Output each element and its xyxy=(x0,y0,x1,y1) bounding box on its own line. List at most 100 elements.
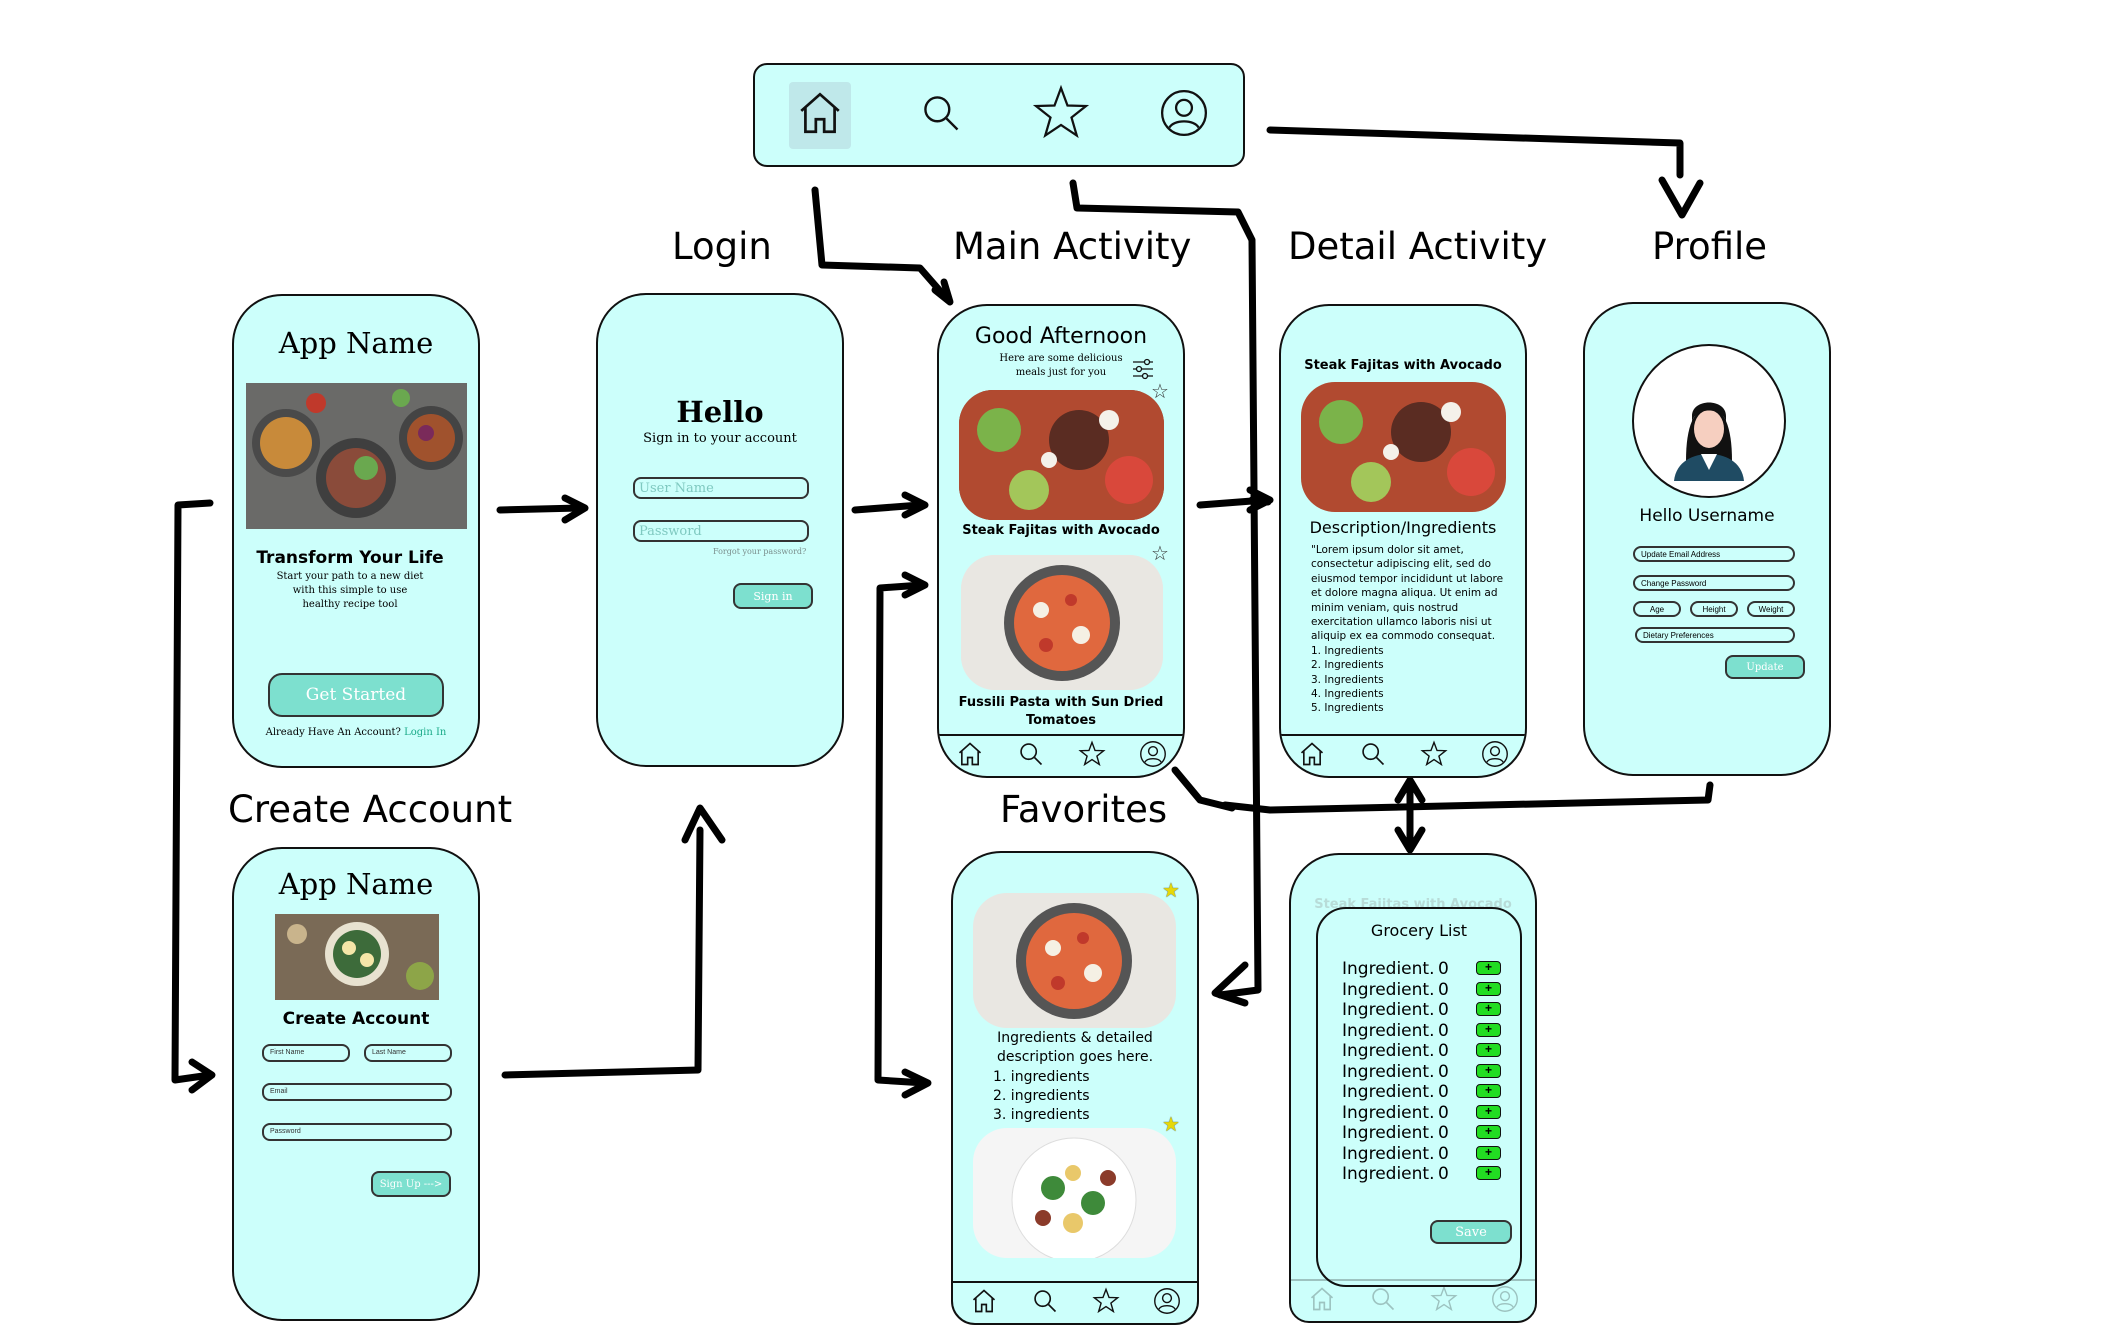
login-prompt: Already Have An Account? Login In xyxy=(234,727,478,738)
create-account-title: Create Account xyxy=(282,1009,430,1029)
grocery-item-label: Ingredient. xyxy=(1342,1082,1435,1102)
grocery-item-quantity: 0 xyxy=(1438,1164,1449,1184)
add-quantity-button[interactable]: + xyxy=(1476,1043,1501,1057)
grocery-item-label: Ingredient. xyxy=(1342,1061,1435,1082)
add-quantity-button[interactable]: + xyxy=(1476,1022,1501,1037)
grocery-item-label: Ingredient. xyxy=(1342,1143,1435,1164)
tagline: Start your path to a new diet with this … xyxy=(234,570,466,612)
bottom-nav-bar xyxy=(1291,1279,1535,1321)
add-quantity-button[interactable]: + xyxy=(1476,1125,1501,1139)
password-field[interactable]: Password xyxy=(262,1123,452,1141)
home-icon[interactable] xyxy=(956,740,984,773)
search-icon[interactable] xyxy=(919,91,963,140)
email-field[interactable]: Email xyxy=(262,1083,452,1101)
app-name: App Name xyxy=(278,867,434,901)
grocery-item-quantity: 0 xyxy=(1438,1020,1449,1041)
add-quantity-button[interactable]: + xyxy=(1476,1084,1501,1098)
favorite-ingredients-list: 1. ingredients 2. ingredients 3. ingredi… xyxy=(993,1068,1090,1125)
avatar[interactable] xyxy=(1632,344,1786,498)
grocery-item-label: Ingredient. xyxy=(1342,1123,1435,1143)
search-icon[interactable] xyxy=(1017,740,1045,773)
add-quantity-button[interactable]: + xyxy=(1476,1002,1501,1016)
food-image xyxy=(246,383,467,529)
welcome-screen: App Name Transform Your Life Start your … xyxy=(232,294,480,768)
profile-icon[interactable] xyxy=(1139,740,1167,773)
age-field[interactable]: Age xyxy=(1633,601,1681,617)
favorite-star-icon[interactable]: ☆ xyxy=(1151,381,1169,403)
star-icon[interactable] xyxy=(1077,739,1106,773)
login-screen: Hello Sign in to your account User Name … xyxy=(596,293,844,767)
tagline-line-2: with this simple to use xyxy=(292,585,408,596)
get-started-button[interactable]: Get Started xyxy=(268,673,444,717)
greeting: Good Afternoon xyxy=(974,324,1148,349)
label-profile: Profile xyxy=(1652,225,1768,268)
lorem-line: eiusmod tempor incididunt ut labore xyxy=(1311,572,1504,585)
grocery-item-quantity: 0 xyxy=(1438,979,1449,1000)
add-quantity-button[interactable]: + xyxy=(1476,981,1501,996)
steak-fajitas-image xyxy=(959,390,1164,520)
tagline-line-3: healthy recipe tool xyxy=(302,599,398,610)
sign-in-button[interactable]: Sign in xyxy=(733,583,813,609)
grocery-item-quantity: 0 xyxy=(1438,1061,1449,1082)
star-icon[interactable] xyxy=(1419,739,1448,773)
ingredient-item: 3. Ingredients xyxy=(1311,673,1384,686)
add-quantity-button[interactable]: + xyxy=(1476,1166,1501,1180)
add-quantity-button[interactable]: + xyxy=(1476,1145,1501,1160)
create-account-screen: App Name Create Account First Name Last … xyxy=(232,847,480,1321)
recipe-1-title[interactable]: Steak Fajitas with Avocado xyxy=(962,523,1160,538)
list-item: 1. ingredients xyxy=(993,1069,1090,1085)
grocery-list-title: Grocery List xyxy=(1370,921,1468,940)
home-icon[interactable] xyxy=(1298,740,1326,773)
search-icon[interactable] xyxy=(1359,740,1387,773)
greeting-sub-line-1: Here are some delicious xyxy=(999,353,1123,364)
weight-field[interactable]: Weight xyxy=(1747,601,1795,617)
favorite-star-icon-2[interactable]: ☆ xyxy=(1151,543,1169,565)
grocery-item-label: Ingredient. xyxy=(1342,1164,1435,1184)
update-button[interactable]: Update xyxy=(1725,655,1805,679)
star-icon[interactable] xyxy=(1031,83,1091,148)
grocery-item-quantity: 0 xyxy=(1438,1123,1449,1143)
fusilli-pasta-image xyxy=(973,893,1176,1028)
add-quantity-button[interactable]: + xyxy=(1476,1104,1501,1119)
email-field[interactable]: Update Email Address xyxy=(1633,546,1795,562)
last-name-field[interactable]: Last Name xyxy=(364,1044,452,1062)
change-password-field[interactable]: Change Password xyxy=(1633,575,1795,591)
profile-icon[interactable] xyxy=(1159,88,1209,143)
sign-up-button[interactable]: Sign Up ---> xyxy=(371,1171,451,1197)
password-field[interactable]: Password xyxy=(633,520,809,542)
recipe-2-title[interactable]: Fussili Pasta with Sun Dried Tomatoes xyxy=(939,694,1183,730)
profile-icon[interactable] xyxy=(1153,1287,1181,1320)
lorem-line: exercitation ullamco laboris nisi ut xyxy=(1311,616,1492,629)
favorite-star-icon-2[interactable]: ★ xyxy=(1162,1114,1180,1136)
headline: Transform Your Life xyxy=(256,548,444,568)
save-button[interactable]: Save xyxy=(1430,1220,1512,1244)
label-create-account: Create Account xyxy=(228,788,513,831)
login-title: Hello xyxy=(676,395,764,429)
steak-fajitas-image xyxy=(1301,382,1506,512)
height-field[interactable]: Height xyxy=(1690,601,1738,617)
forgot-password-link[interactable]: Forgot your password? xyxy=(713,547,807,556)
description-line-1: Ingredients & detailed xyxy=(997,1030,1153,1046)
home-icon[interactable] xyxy=(970,1287,998,1320)
list-item: 3. ingredients xyxy=(993,1107,1090,1123)
ingredient-item: 4. Ingredients xyxy=(1311,688,1384,701)
add-quantity-button[interactable]: + xyxy=(1476,1063,1501,1078)
add-quantity-button[interactable]: + xyxy=(1476,961,1501,975)
description-line-2: description goes here. xyxy=(996,1049,1154,1065)
favorite-star-icon[interactable]: ★ xyxy=(1162,880,1180,902)
star-icon[interactable] xyxy=(1091,1286,1120,1320)
search-icon[interactable] xyxy=(1031,1287,1059,1320)
username-field[interactable]: User Name xyxy=(633,477,809,499)
filter-icon[interactable] xyxy=(1131,358,1155,385)
dietary-preferences-field[interactable]: Dietary Preferences xyxy=(1635,627,1795,643)
home-icon[interactable] xyxy=(789,81,851,149)
pasta-salad-image xyxy=(973,1128,1176,1258)
login-link[interactable]: Login In xyxy=(404,727,447,738)
recipe-2-title-line-1: Fussili Pasta with Sun Dried xyxy=(958,695,1164,710)
first-name-field[interactable]: First Name xyxy=(262,1044,350,1062)
profile-icon[interactable] xyxy=(1481,740,1509,773)
ingredient-item: 5. Ingredients xyxy=(1311,702,1384,715)
greeting-sub-line-2: meals just for you xyxy=(1015,367,1107,378)
star-icon xyxy=(1429,1284,1458,1318)
